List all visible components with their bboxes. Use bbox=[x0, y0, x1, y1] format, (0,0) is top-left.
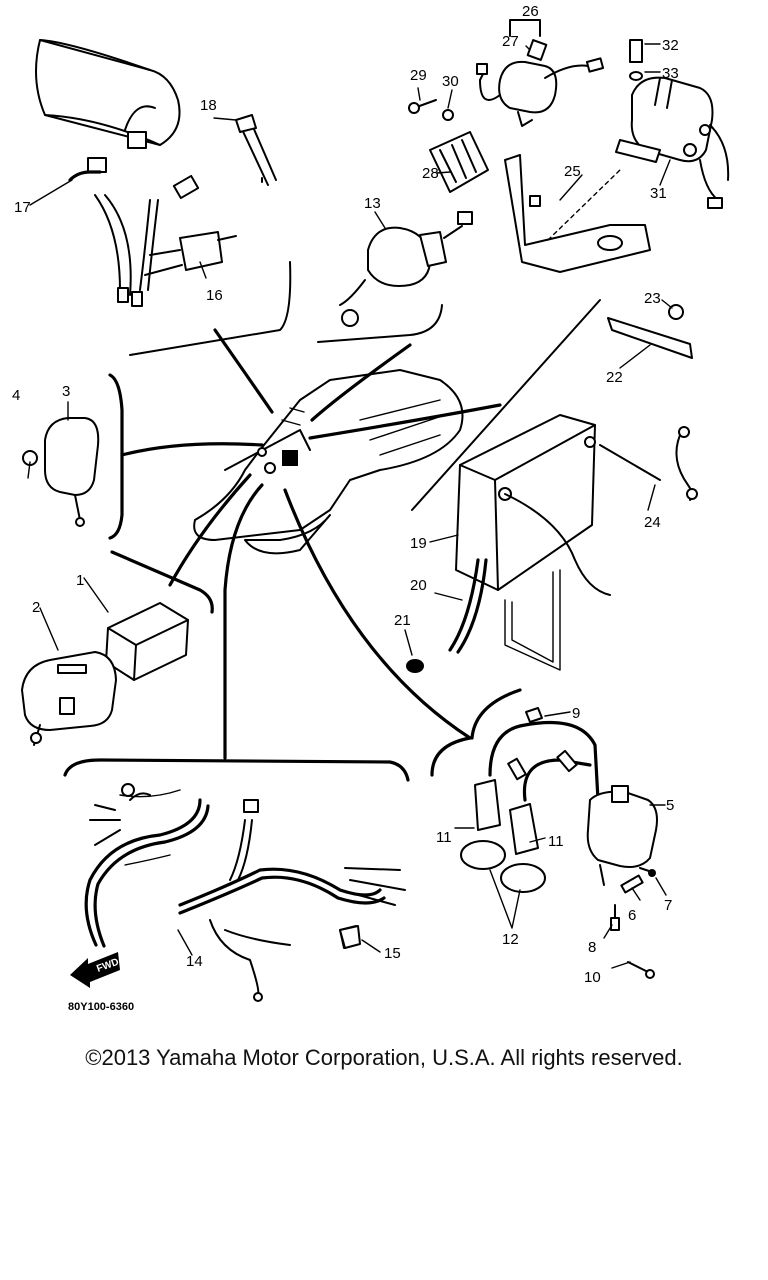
label-9: 9 bbox=[572, 705, 580, 722]
group-bracket-16 bbox=[129, 261, 292, 356]
leader-13 bbox=[310, 343, 412, 422]
label-11-right: 11 bbox=[548, 833, 564, 850]
part-25-mount-plate bbox=[504, 154, 651, 273]
leader-3 bbox=[120, 442, 264, 457]
label-24: 24 bbox=[644, 514, 661, 531]
label-2: 2 bbox=[32, 599, 40, 616]
part-16-17-switch-wiring bbox=[68, 157, 237, 307]
label-leaders bbox=[27, 43, 673, 969]
leader-5 bbox=[283, 488, 472, 740]
frame-body bbox=[193, 369, 464, 555]
label-27: 27 bbox=[502, 33, 519, 50]
label-25: 25 bbox=[564, 163, 581, 180]
part-5-12-ignition bbox=[430, 688, 658, 979]
label-5: 5 bbox=[666, 797, 674, 814]
label-31: 31 bbox=[650, 185, 667, 202]
label-3: 3 bbox=[62, 383, 70, 400]
part-3-flasher bbox=[22, 373, 124, 540]
label-33: 33 bbox=[662, 65, 679, 82]
label-1: 1 bbox=[76, 572, 84, 589]
leader-19 bbox=[308, 403, 502, 440]
part-21-grommet bbox=[406, 659, 424, 673]
part-18-strap bbox=[235, 114, 277, 186]
leader-16 bbox=[213, 328, 274, 414]
label-17: 17 bbox=[14, 199, 31, 216]
label-21: 21 bbox=[394, 612, 411, 629]
label-13: 13 bbox=[364, 195, 381, 212]
label-20: 20 bbox=[410, 577, 427, 594]
part-26-relay bbox=[476, 19, 605, 127]
label-32: 32 bbox=[662, 37, 679, 54]
label-16: 16 bbox=[206, 287, 223, 304]
label-4: 4 bbox=[12, 387, 20, 404]
label-11-left: 11 bbox=[436, 829, 452, 846]
label-26: 26 bbox=[522, 3, 539, 20]
part-22-23-battery-band bbox=[607, 304, 693, 359]
label-23: 23 bbox=[644, 290, 661, 307]
fwd-arrow: FWD bbox=[70, 952, 120, 988]
part-19-battery bbox=[455, 414, 611, 671]
label-15: 15 bbox=[384, 945, 401, 962]
part-24-battery-lead bbox=[599, 426, 698, 501]
group-bracket-13 bbox=[317, 304, 443, 343]
leader-1 bbox=[168, 473, 252, 587]
part-31-starter-relay bbox=[615, 39, 730, 209]
label-22: 22 bbox=[606, 369, 623, 386]
diagram-code: 80Y100-6360 bbox=[68, 1001, 134, 1013]
group-bracket-19 bbox=[411, 299, 601, 511]
label-19: 19 bbox=[410, 535, 427, 552]
part-1-2-units bbox=[21, 550, 214, 746]
part-28-29-30-bracket bbox=[408, 99, 489, 193]
label-8: 8 bbox=[588, 939, 596, 956]
leader-14 bbox=[223, 483, 264, 760]
label-7: 7 bbox=[664, 897, 672, 914]
label-10: 10 bbox=[584, 969, 601, 986]
handlebar-grip bbox=[35, 39, 181, 149]
label-6: 6 bbox=[628, 907, 636, 924]
label-18: 18 bbox=[200, 97, 217, 114]
electrical-parts-diagram: FWD bbox=[12, 3, 730, 1013]
label-30: 30 bbox=[442, 73, 459, 90]
label-14: 14 bbox=[186, 953, 203, 970]
part-13-horn bbox=[339, 211, 473, 327]
label-12: 12 bbox=[502, 931, 519, 948]
copyright-notice: ©2013 Yamaha Motor Corporation, U.S.A. A… bbox=[85, 1045, 683, 1070]
label-29: 29 bbox=[410, 67, 427, 84]
label-28: 28 bbox=[422, 165, 439, 182]
part-20-vent-tube bbox=[448, 558, 488, 654]
part-15-connector bbox=[339, 925, 361, 949]
